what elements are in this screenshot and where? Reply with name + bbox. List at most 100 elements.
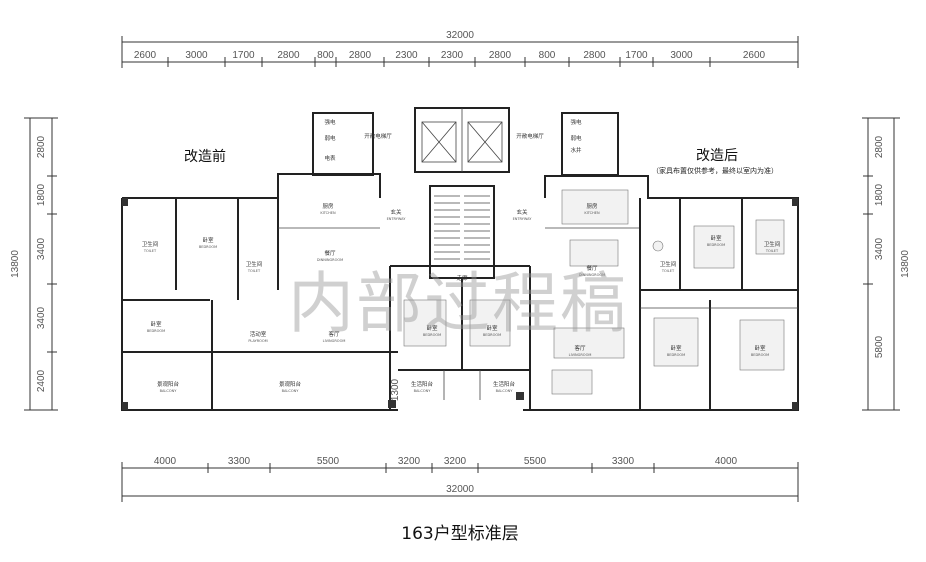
room-label-en-toilet-r1: TOILET [661,269,675,273]
top-total-dim: 32000 [446,30,474,41]
room-label-corr: 走廊 [456,274,468,282]
watermark: 内部过程稿 [288,265,628,342]
top-seg-dim-13: 2600 [743,50,766,61]
mid-1300-dim: 1300 [390,378,401,401]
bottom-seg-dim-2: 5500 [317,456,340,467]
drawing-title: 163户型标准层 [401,524,518,544]
room-label-en-svc-balc-r: BALCONY [496,389,514,393]
bottom-seg-dim-1: 3300 [228,456,251,467]
room-label-svc-balc-l: 生活阳台 [411,380,434,388]
room-label-shaft-l1: 强电 [324,118,336,126]
bottom-seg-dim-6: 3300 [612,456,635,467]
room-label-bed-l1: 卧室 [202,236,214,244]
before-label: 改造前 [184,148,226,165]
room-label-en-dining-l: DINNINGROOM [317,258,343,262]
room-label-en-dining-r: DINNINGROOM [579,273,605,277]
room-label-bed-l2: 卧室 [150,320,162,328]
right-seg-dim-3: 5800 [874,335,885,358]
top-seg-dim-3: 2800 [277,50,300,61]
room-label-en-bed-l2: BEDROOM [147,329,165,333]
bottom-dimension-chain: 4000 3300 5500 3200 3200 5500 3300 4000 32000 [121,456,799,502]
room-label-living-l: 客厅 [328,330,340,338]
room-label-en-balc-l2: BALCONY [282,389,300,393]
room-label-svc-balc-r: 生活阳台 [493,380,516,388]
top-seg-dim-9: 800 [539,50,556,61]
top-seg-dim-7: 2300 [441,50,464,61]
room-label-balc-l2: 景观阳台 [279,380,302,388]
after-label: 改造后 [696,148,738,164]
left-seg-dim-3: 3400 [36,306,47,329]
room-label-dining-r: 餐厅 [586,264,598,272]
right-seg-dim-2: 3400 [874,237,885,260]
left-dimension-chain: 13800 2800 1800 3400 3400 2400 [10,117,58,411]
bottom-seg-dim-3: 3200 [398,456,421,467]
room-label-en-play-l: PLAYROOM [248,339,267,343]
room-label-bed-c1: 卧室 [426,324,438,332]
room-label-en-kitchen-l: KITCHEN [320,211,336,215]
room-label-bed-r1: 卧室 [710,234,722,242]
top-seg-dim-5: 2800 [349,50,372,61]
room-label-en-bed-c1: BEDROOM [423,333,441,337]
room-label-en-entry-l: ENTRYWAY [387,217,407,221]
top-seg-dim-12: 3000 [670,50,693,61]
room-label-bed-r2: 卧室 [670,344,682,352]
room-label-shaft-r2: 弱电 [570,134,582,142]
bottom-seg-dim-7: 4000 [715,456,738,467]
room-label-entry-r: 玄关 [516,208,528,216]
bottom-total-dim: 32000 [446,484,474,495]
room-label-bed-c2: 卧室 [486,324,498,332]
room-label-en-toilet-r2: TOILET [765,249,779,253]
furniture-layout [403,189,785,395]
top-seg-dim-2: 1700 [232,50,255,61]
left-seg-dim-2: 3400 [36,237,47,260]
room-label-balc-l1: 景观阳台 [157,380,180,388]
top-seg-dim-1: 3000 [185,50,208,61]
room-label-play-l: 活动室 [250,330,267,338]
left-seg-dim-1: 1800 [36,183,47,206]
room-label-toilet-l1: 卫生间 [142,240,159,248]
top-seg-dim-0: 2600 [134,50,157,61]
after-note: （家具布置仅供参考，最终以室内为准） [652,166,778,175]
room-label-en-living-l: LIVINGROOM [323,339,346,343]
bottom-seg-dim-0: 4000 [154,456,177,467]
top-seg-dim-11: 1700 [625,50,648,61]
bottom-seg-dim-5: 5500 [524,456,547,467]
left-seg-dim-0: 2800 [36,135,47,158]
room-label-en-bed-l1: BEDROOM [199,245,217,249]
top-seg-dim-4: 800 [317,50,334,61]
room-label-shaft-l2: 弱电 [324,134,336,142]
room-label-kitchen-r: 厨房 [586,202,598,210]
top-seg-dim-8: 2800 [489,50,512,61]
room-label-toilet-r2: 卫生间 [764,240,781,248]
room-label-en-bed-r1: BEDROOM [707,243,725,247]
room-label-toilet-l2: 卫生间 [246,260,263,268]
room-label-en-entry-r: ENTRYWAY [513,217,533,221]
room-label-en-svc-balc-l: BALCONY [414,389,432,393]
room-label-en-toilet-l1: TOILET [143,249,157,253]
building-walls [121,107,799,411]
room-label-entry-l: 玄关 [390,208,402,216]
room-label-bed-r3: 卧室 [754,344,766,352]
room-label-dining-l: 餐厅 [324,249,336,257]
room-label-lobby-l: 开敞电梯厅 [364,132,392,140]
room-label-en-toilet-l2: TOILET [247,269,261,273]
room-label-living-r: 客厅 [574,344,586,352]
room-label-en-bed-c2: BEDROOM [483,333,501,337]
top-seg-dim-10: 2800 [583,50,606,61]
top-dimension-chain: 32000 2600 3000 1700 2800 800 2800 2300 2300 280… [121,30,799,68]
room-label-shaft-l3: 电表 [324,154,336,162]
room-label-en-kitchen-r: KITCHEN [584,211,600,215]
room-label-en-living-r: LIVINGROOM [569,353,592,357]
room-label-en-bed-r3: BEDROOM [751,353,769,357]
room-labels: 强电弱电电表强电弱电水井开敞电梯厅开敞电梯厅厨房KITCHEN厨房KITCHEN… [142,118,781,393]
bottom-seg-dim-4: 3200 [444,456,467,467]
room-label-toilet-r1: 卫生间 [660,260,677,268]
left-seg-dim-4: 2400 [36,369,47,392]
right-seg-dim-1: 1800 [874,183,885,206]
top-seg-dim-6: 2300 [395,50,418,61]
left-total-dim: 13800 [10,250,21,278]
room-label-shaft-r3: 水井 [570,146,582,154]
room-label-lobby-r: 开敞电梯厅 [516,132,544,140]
